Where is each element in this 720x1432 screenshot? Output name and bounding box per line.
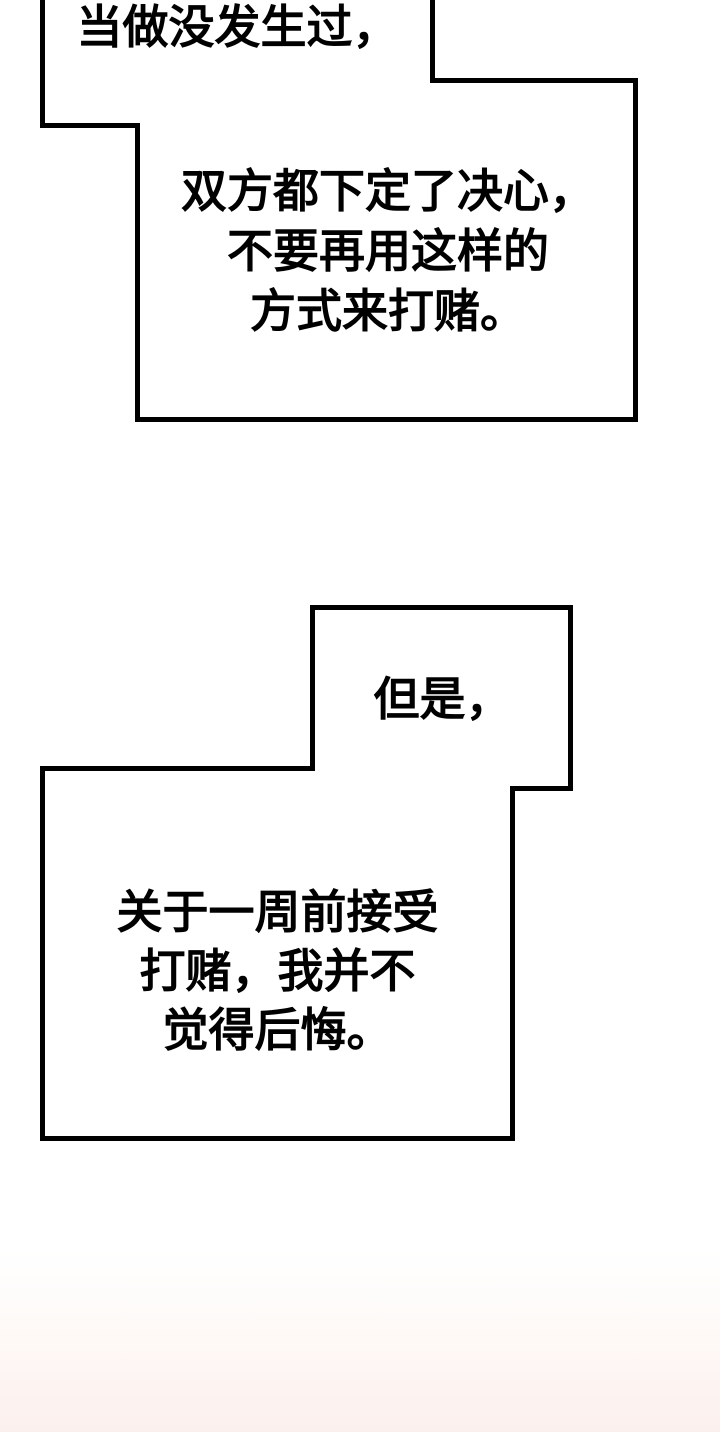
speech-line: 觉得后悔。 [162,1004,393,1056]
speech-bubble-text-fourth: 关于一周前接受 打赌，我并不 觉得后悔。 [45,771,510,1136]
speech-bubble-text-second: 双方都下定了决心， 不要再用这样的 方式来打赌。 [140,83,636,419]
speech-line: 双方都下定了决心， [181,165,595,217]
bottom-gradient-panel [0,1250,720,1432]
speech-line: 打赌，我并不 [139,945,416,997]
speech-line: 但是， [373,673,512,725]
speech-bubble-group-top [40,0,638,422]
speech-bubble-text-third: 但是， [315,610,570,788]
speech-line: 方式来打赌。 [250,285,526,337]
speech-line: 不要再用这样的 [227,225,549,277]
speech-bubble-text-top: 当做没发生过， [76,1,399,53]
speech-bubble-group-bottom [40,605,573,1141]
speech-line: 关于一周前接受 [116,886,439,938]
